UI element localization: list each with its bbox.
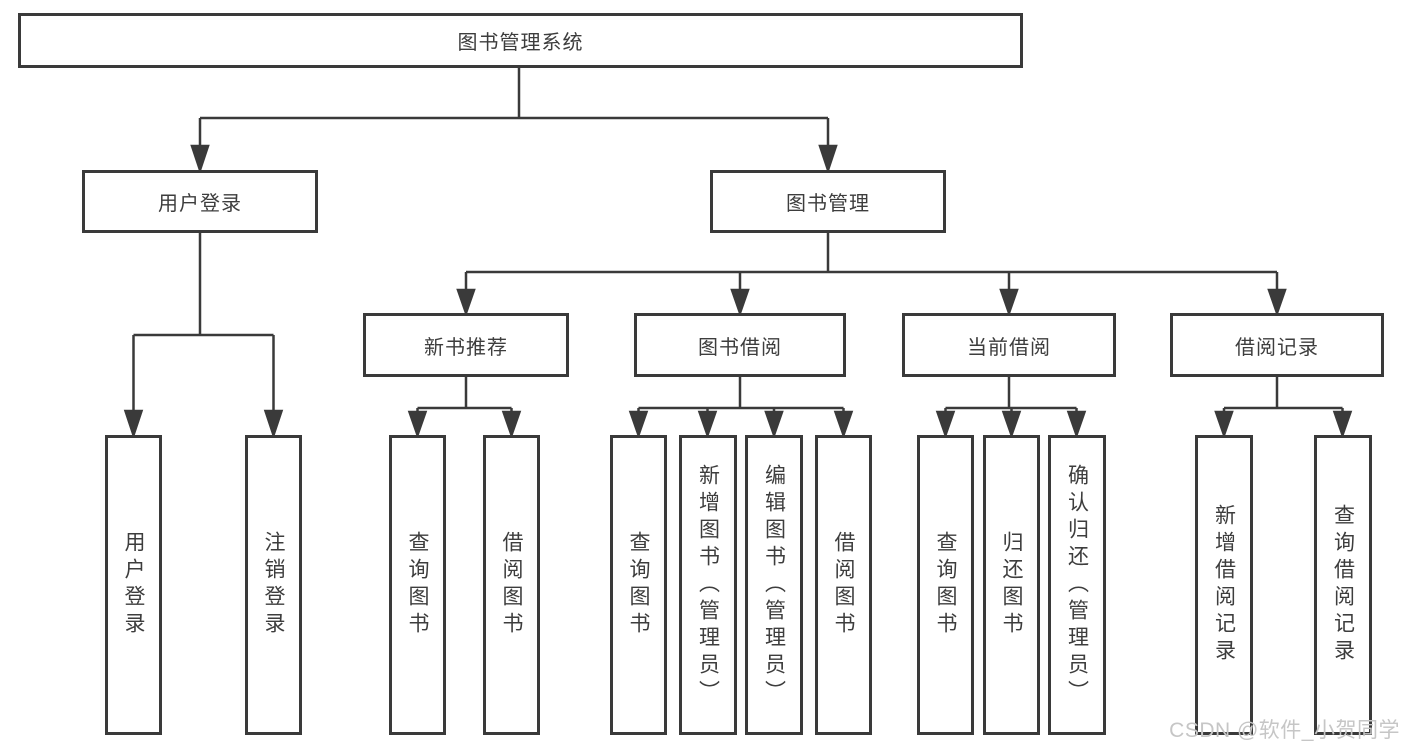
leaf-query-books-recommend: 查询图书: [389, 435, 446, 735]
leaf-query-books-current: 查询图书: [917, 435, 974, 735]
csdn-watermark: CSDN @软件_小贺同学: [1169, 719, 1400, 742]
node-label: 确认归还（管理员）: [1065, 463, 1089, 707]
node-label: 新增图书（管理员）: [696, 463, 720, 707]
leaf-confirm-return-admin: 确认归还（管理员）: [1048, 435, 1106, 735]
node-label: 用户登录: [158, 193, 242, 215]
node-new-book-recommend: 新书推荐: [363, 313, 569, 377]
leaf-logout: 注销登录: [245, 435, 302, 735]
node-label: 编辑图书（管理员）: [762, 463, 786, 707]
node-label: 新书推荐: [424, 336, 508, 359]
node-label: 借阅图书: [832, 531, 855, 639]
node-book-borrow: 图书借阅: [634, 313, 846, 377]
node-label: 用户登录: [122, 531, 145, 639]
node-current-borrow: 当前借阅: [902, 313, 1116, 377]
node-book-management: 图书管理: [710, 170, 946, 233]
leaf-query-books-borrow: 查询图书: [610, 435, 667, 735]
leaf-add-book-admin: 新增图书（管理员）: [679, 435, 737, 735]
node-label: 图书借阅: [698, 336, 782, 359]
node-label: 查询借阅记录: [1331, 504, 1355, 666]
leaf-borrow-books-recommend: 借阅图书: [483, 435, 540, 735]
leaf-query-borrow-record: 查询借阅记录: [1314, 435, 1372, 735]
node-label: 新增借阅记录: [1212, 504, 1236, 666]
leaf-edit-book-admin: 编辑图书（管理员）: [745, 435, 803, 735]
node-label: 图书管理: [786, 193, 870, 215]
node-label: 查询图书: [934, 531, 957, 639]
node-library-management-system: 图书管理系统: [18, 13, 1023, 68]
node-label: 归还图书: [1000, 531, 1023, 639]
leaf-borrow-books: 借阅图书: [815, 435, 872, 735]
node-label: 借阅图书: [500, 531, 523, 639]
node-label: 查询图书: [627, 531, 650, 639]
node-label: 当前借阅: [967, 336, 1051, 359]
leaf-return-book: 归还图书: [983, 435, 1040, 735]
leaf-user-login: 用户登录: [105, 435, 162, 735]
node-user-login: 用户登录: [82, 170, 318, 233]
leaf-add-borrow-record: 新增借阅记录: [1195, 435, 1253, 735]
node-label: 查询图书: [406, 531, 429, 639]
node-label: 注销登录: [262, 531, 285, 639]
node-label: 图书管理系统: [457, 32, 584, 54]
node-borrow-records: 借阅记录: [1170, 313, 1384, 377]
node-label: 借阅记录: [1235, 336, 1319, 359]
